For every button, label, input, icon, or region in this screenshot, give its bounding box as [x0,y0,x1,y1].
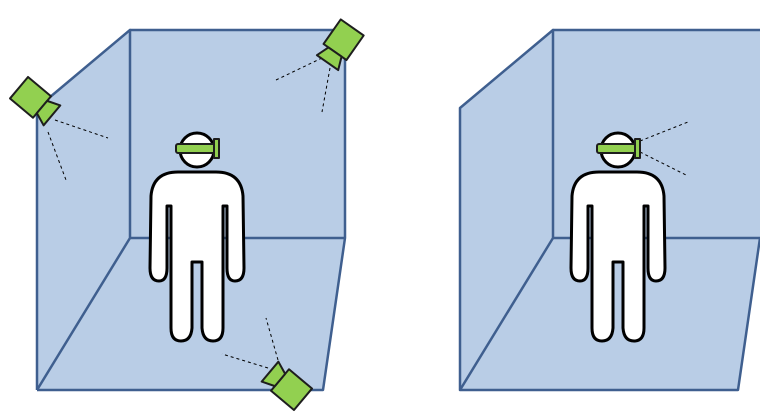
panel-inside-out [458,28,760,392]
person-icon [569,131,667,343]
room-outline [458,28,760,392]
camera-icon [260,360,313,412]
room-left-wall [460,30,553,390]
person-body [569,170,667,343]
ray-line [47,131,67,181]
ray-line [221,353,269,369]
ray-line [639,121,689,142]
camera-icon [9,75,62,127]
ray-line [265,317,279,361]
headset-visor [213,138,220,159]
ray-line [639,151,689,177]
camera-lens [35,99,62,127]
headset-rays [639,121,689,177]
ray-line [275,57,323,81]
headset-band [175,143,217,154]
room-left-wall [37,30,130,390]
person-icon [148,131,246,343]
ray-line [321,67,331,113]
headset-icon [596,138,641,159]
panel-outside-in [9,18,365,412]
headset-band [596,143,638,154]
camera-icon [315,18,365,72]
headset-icon [175,138,220,159]
camera-lens [260,360,287,388]
camera-rays [47,57,331,369]
person-body [148,170,246,343]
camera-lens [315,46,343,72]
headset-visor [634,138,641,159]
